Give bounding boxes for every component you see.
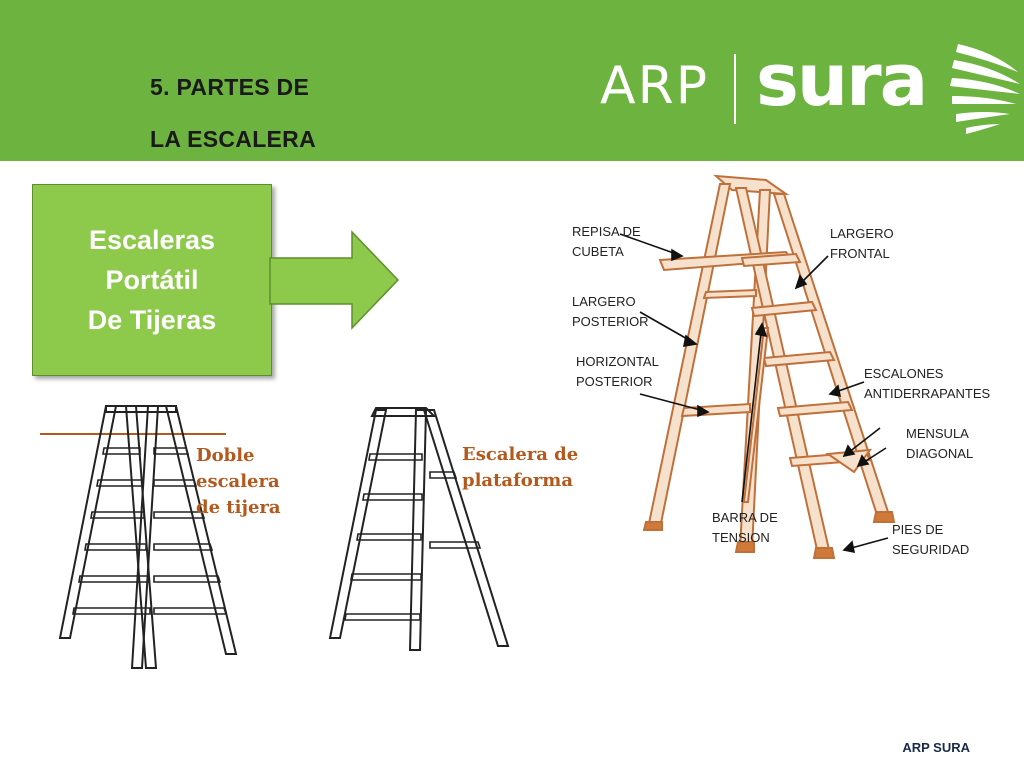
ladder-type-callout: Escaleras Portátil De Tijeras — [32, 184, 272, 376]
platform-label-line1: Escalera de — [462, 444, 579, 465]
part-label-escalones: ESCALONES ANTIDERRAPANTES — [864, 364, 990, 404]
barra-line2: TENSION — [712, 530, 770, 545]
footer-brand: ARP SURA — [902, 740, 970, 755]
callout-line1: Escaleras — [88, 225, 216, 255]
horizontal-posterior-line1: HORIZONTAL — [576, 354, 659, 369]
logo-sura-text: sura — [756, 38, 928, 122]
mensula-line2: DIAGONAL — [906, 446, 974, 461]
double-label-line3: de tijera — [196, 497, 281, 518]
slide-title-line1: 5. PARTES DE — [150, 74, 310, 100]
header-bar: 5. PARTES DE LA ESCALERA ARP sura — [0, 0, 1024, 161]
largero-frontal-line2: FRONTAL — [830, 246, 890, 261]
largero-posterior-line1: LARGERO — [572, 294, 636, 309]
logo-divider — [734, 54, 736, 124]
platform-ladder-label: Escalera de plataforma — [462, 442, 578, 494]
arrow-right-icon — [269, 230, 400, 330]
pies-line2: SEGURIDAD — [892, 542, 970, 557]
double-step-ladder-illustration — [40, 405, 238, 669]
arp-sura-logo: ARP sura — [596, 38, 1024, 138]
pies-line1: PIES DE — [892, 522, 944, 537]
part-label-mensula: MENSULA DIAGONAL — [906, 424, 973, 464]
largero-posterior-line2: POSTERIOR — [572, 314, 649, 329]
callout-line2: Portátil — [105, 265, 199, 295]
part-label-pies: PIES DE SEGURIDAD — [892, 520, 969, 560]
double-label-line2: escalera — [196, 471, 280, 492]
part-label-barra: BARRA DE TENSION — [712, 508, 778, 548]
wing-icon — [950, 44, 1020, 134]
platform-label-line2: plataforma — [462, 470, 574, 491]
horizontal-posterior-line2: POSTERIOR — [576, 374, 653, 389]
escalones-line2: ANTIDERRAPANTES — [864, 386, 991, 401]
part-label-largero-frontal: LARGERO FRONTAL — [830, 224, 894, 264]
platform-ladder-illustration — [328, 407, 510, 651]
repisa-line2: CUBETA — [572, 244, 624, 259]
slide-title-line2: LA ESCALERA — [150, 126, 317, 152]
escalones-line1: ESCALONES — [864, 366, 944, 381]
barra-line1: BARRA DE — [712, 510, 778, 525]
largero-frontal-line1: LARGERO — [830, 226, 894, 241]
part-label-repisa: REPISA DE CUBETA — [572, 222, 641, 262]
repisa-line1: REPISA DE — [572, 224, 641, 239]
double-ladder-label: Doble escalera de tijera — [196, 443, 281, 521]
double-label-line1: Doble — [196, 445, 255, 466]
ladder-parts-diagram — [619, 174, 896, 559]
callout-line3: De Tijeras — [87, 305, 217, 335]
part-label-horizontal-posterior: HORIZONTAL POSTERIOR — [576, 352, 659, 392]
logo-arp-text: ARP — [600, 56, 710, 116]
part-label-largero-posterior: LARGERO POSTERIOR — [572, 292, 649, 332]
mensula-line1: MENSULA — [906, 426, 969, 441]
